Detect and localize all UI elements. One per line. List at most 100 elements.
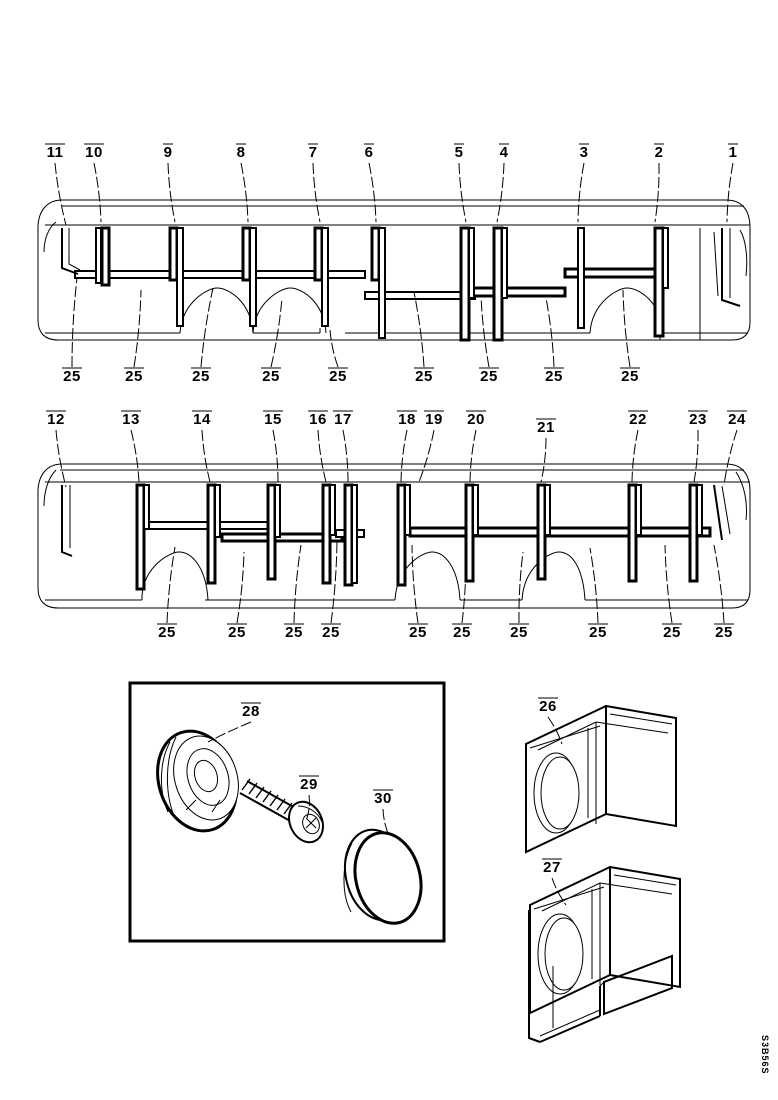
callout-label: 25 [158, 624, 176, 641]
leader-line [411, 544, 419, 624]
callout-top-8-3: 8 [236, 143, 249, 223]
callout-bot-25-3: 25 [261, 297, 283, 385]
callout-label: 22 [629, 411, 647, 428]
callout-top-10-1: 10 [84, 143, 104, 223]
callout-label: 30 [374, 790, 392, 807]
leader-line [469, 429, 477, 483]
callout-label: 25 [63, 368, 81, 385]
callout-top-1-10: 1 [726, 143, 738, 223]
callout-label: 25 [285, 624, 303, 641]
leader-line [130, 429, 140, 483]
screw-part [239, 778, 325, 844]
callout-bot-25-6: 25 [479, 294, 499, 385]
callout-label: 19 [425, 411, 443, 428]
callout-top-14-2: 14 [192, 410, 212, 483]
callout-label: 20 [467, 411, 485, 428]
leader-line [545, 297, 555, 368]
leader-line [329, 329, 339, 368]
post-10a [95, 227, 102, 284]
lower-assembly-posts [135, 483, 703, 591]
callout-label: 25 [192, 368, 210, 385]
callout-label: 10 [85, 144, 103, 161]
callout-label: 25 [228, 624, 246, 641]
leader-line [461, 547, 467, 624]
callout-bot-25-7: 25 [544, 297, 564, 385]
upper-assembly-end-brackets [43, 221, 748, 307]
callout-label: 25 [409, 624, 427, 641]
callout-label: 4 [500, 144, 509, 161]
callout-top-12-0: 12 [46, 410, 67, 488]
leader-line [693, 429, 699, 483]
callout-label: 9 [164, 144, 173, 161]
leader-line [382, 808, 390, 837]
callout-label: 25 [453, 624, 471, 641]
callout-label: 5 [455, 144, 464, 161]
callout-label: 27 [543, 859, 561, 876]
callout-bot-25-3: 25 [321, 539, 341, 641]
leader-line [631, 429, 639, 483]
callout-label: 25 [262, 368, 280, 385]
callout-detail-30-2: 30 [373, 789, 393, 837]
callout-label: 15 [264, 411, 282, 428]
panel-detail-upper [525, 704, 677, 854]
leader-line [93, 162, 102, 223]
callout-label: 8 [237, 144, 246, 161]
callout-top-4-7: 4 [496, 143, 509, 223]
leader-line [317, 429, 327, 483]
leader-line [418, 429, 435, 483]
leader-line [270, 297, 283, 368]
callout-top-16-4: 16 [308, 410, 328, 483]
leader-line [713, 544, 725, 624]
leader-line [413, 291, 425, 368]
callout-label: 18 [398, 411, 416, 428]
leader-line [577, 162, 585, 223]
callout-bot-25-5: 25 [413, 291, 434, 385]
callout-label: 25 [480, 368, 498, 385]
callout-label: 26 [539, 698, 557, 715]
leader-line [654, 162, 660, 223]
leader-line [236, 551, 245, 624]
callout-bot-25-0: 25 [157, 546, 177, 641]
leader-line [201, 429, 211, 483]
callout-top-13-1: 13 [121, 410, 141, 483]
svg-text:S3B56S: S3B56S [760, 1035, 770, 1075]
callout-top-20-8: 20 [466, 410, 486, 483]
leader-line [458, 162, 467, 223]
leader-line [207, 721, 252, 743]
callout-label: 25 [715, 624, 733, 641]
leader-line [518, 551, 524, 624]
callout-label: 25 [663, 624, 681, 641]
leader-line [368, 162, 377, 223]
callout-label: 25 [510, 624, 528, 641]
callout-bot-25-0: 25 [62, 277, 82, 385]
callout-top-2-9: 2 [654, 143, 664, 223]
callout-label: 12 [47, 411, 65, 428]
leader-line [726, 162, 734, 223]
callout-label: 25 [415, 368, 433, 385]
leader-line [71, 277, 78, 368]
callout-label: 28 [242, 703, 260, 720]
callout-top-17-5: 17 [333, 410, 353, 483]
callout-top-18-6: 18 [397, 410, 417, 483]
callout-label: 3 [580, 144, 589, 161]
leader-line [293, 544, 302, 624]
callout-label: 25 [329, 368, 347, 385]
callout-label: 25 [322, 624, 340, 641]
leader-line [589, 547, 599, 624]
callout-top-21-9: 21 [536, 418, 556, 483]
callout-bot-25-9: 25 [713, 544, 734, 641]
callout-label: 23 [689, 411, 707, 428]
leader-line [312, 162, 321, 223]
lower-assembly-end-brackets [43, 469, 747, 557]
leader-line [133, 289, 142, 368]
callout-top-24-12: 24 [723, 410, 747, 486]
callout-top-19-7: 19 [418, 410, 444, 483]
callout-detail-28-0: 28 [207, 702, 261, 743]
lower-assembly-rails [139, 521, 712, 543]
callout-bot-25-4: 25 [408, 544, 428, 641]
upper-assembly-rails [74, 267, 664, 300]
leader-line [54, 162, 67, 226]
panel-detail-lower [528, 865, 681, 1043]
